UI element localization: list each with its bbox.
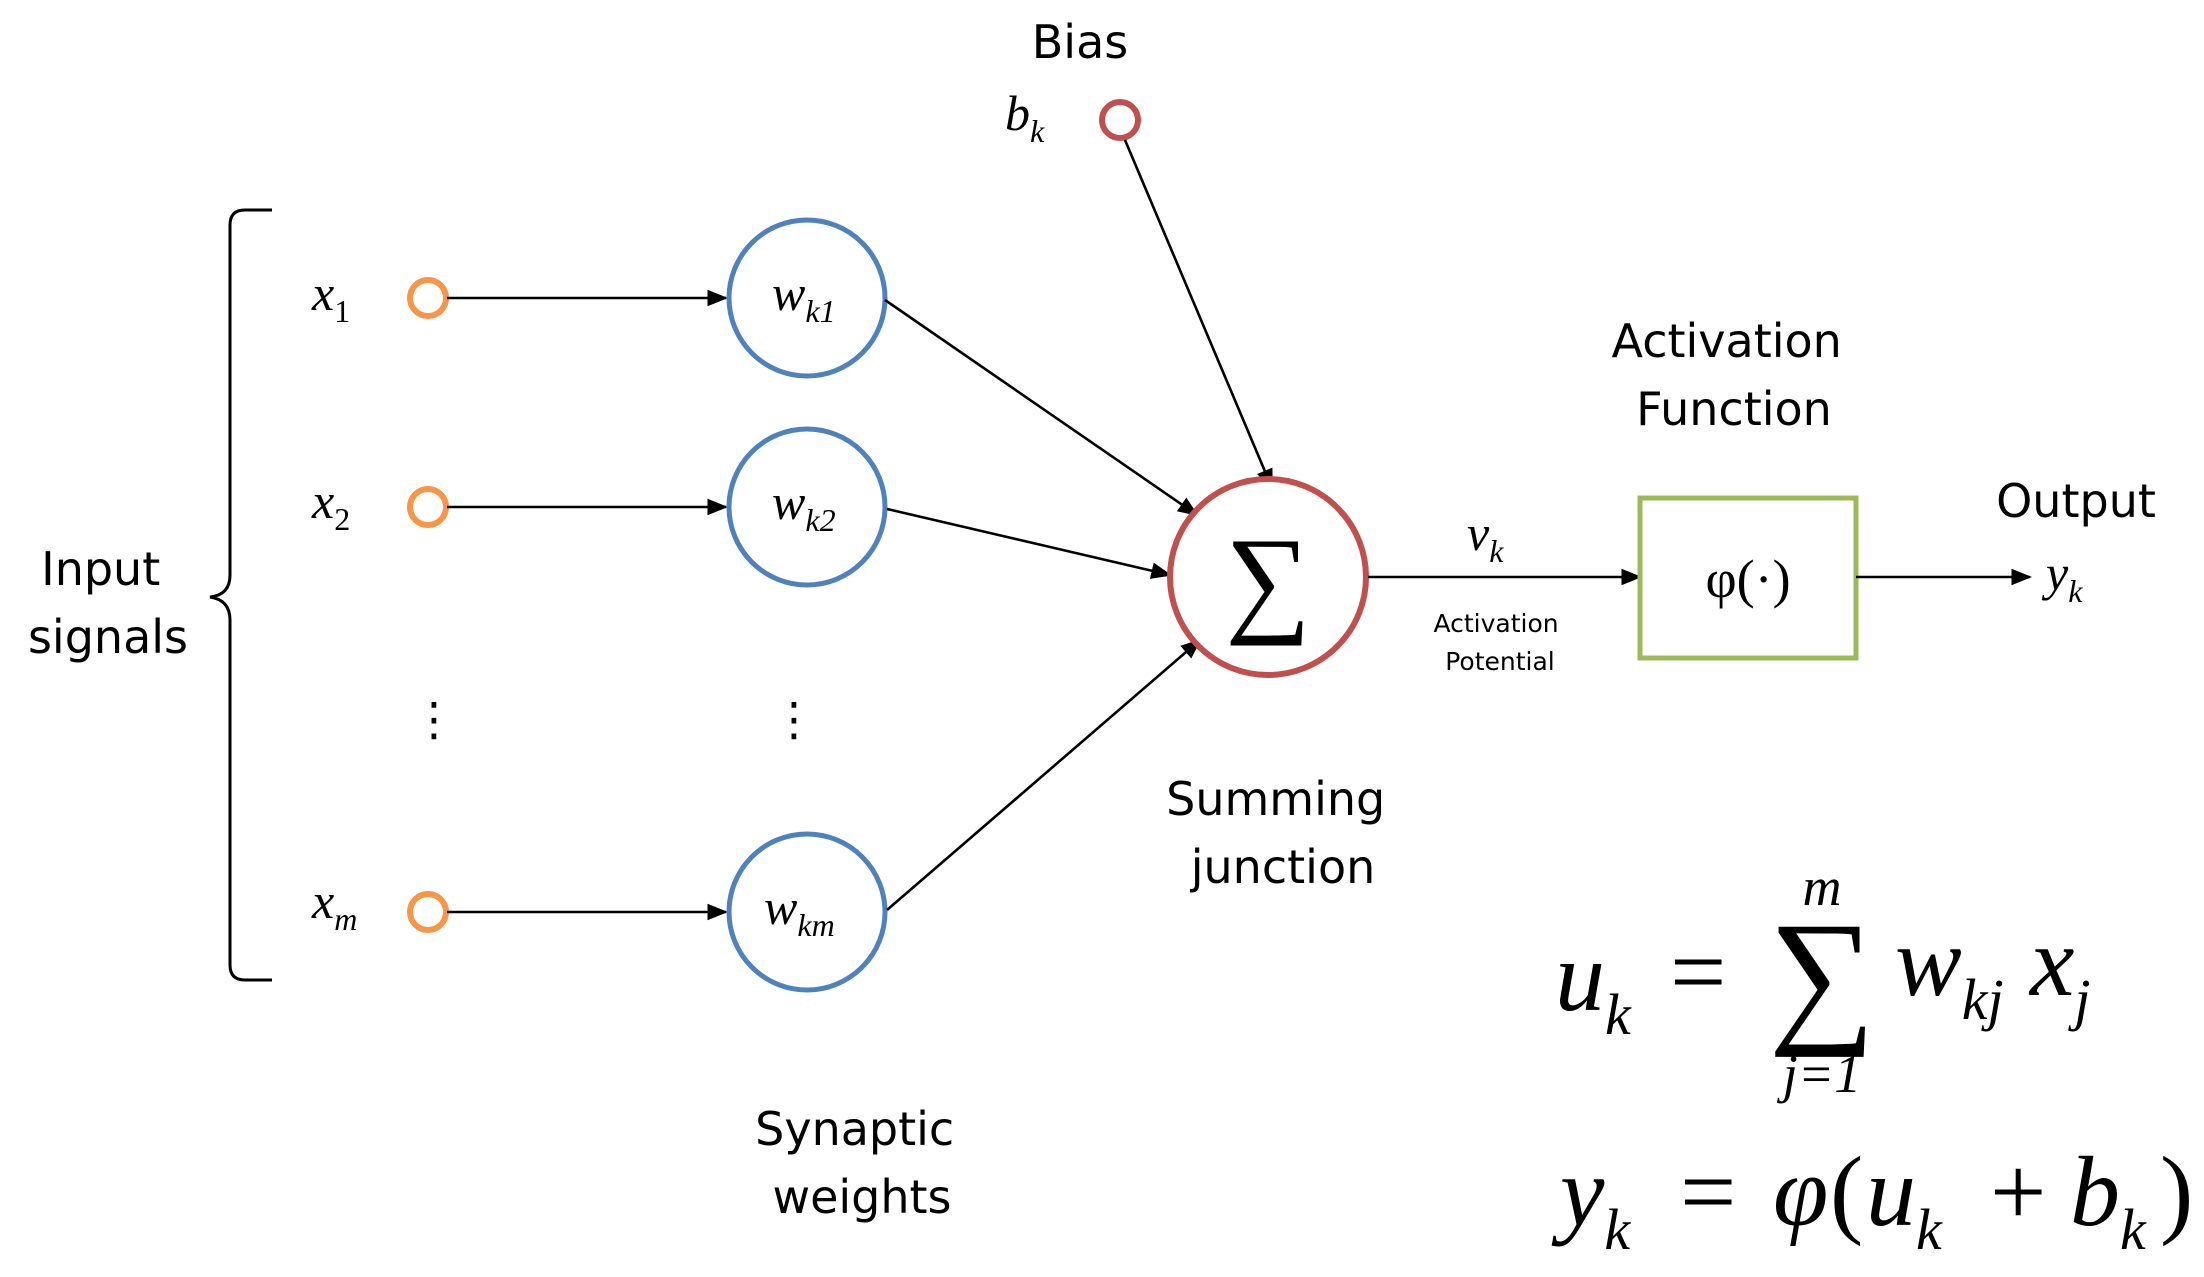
bias-symbol: bk: [1005, 85, 1045, 149]
eq1-lower-limit: j=1: [1777, 1044, 1861, 1104]
arrow-bias-to-sum: [1123, 139, 1274, 490]
input-signals-label: Input signals: [28, 542, 188, 664]
input-label-x1: x1: [311, 265, 350, 329]
eq2-b-term: bk: [2070, 1136, 2147, 1262]
weight-node-wk2: [726, 426, 888, 588]
eq1-upper-limit: m: [1803, 857, 1842, 917]
equation-output: yk = φ ( uk + bk ): [1551, 1136, 2193, 1262]
weight-label-wk1: wk1: [772, 265, 836, 329]
weight-vertical-dots: ⋮: [771, 692, 817, 746]
bias-node: [1099, 99, 1141, 141]
input-node-x2: [407, 486, 449, 528]
sum-symbol: ∑: [1225, 513, 1311, 646]
input-vertical-dots: ⋮: [411, 692, 457, 746]
eq2-plus: +: [1990, 1136, 2046, 1247]
input-label-xm: xm: [311, 873, 357, 937]
arrow-wk2-to-sum: [886, 507, 1173, 579]
output-symbol: yk: [2041, 545, 2083, 609]
eq1-weight-term: wkj: [1895, 906, 2004, 1032]
weight-node-wkm: [726, 831, 888, 993]
eq1-equals: =: [1670, 916, 1726, 1027]
input-label-x2: x2: [311, 473, 350, 537]
eq2-open-paren: (: [1830, 1136, 1863, 1247]
activation-potential-symbol: vk: [1467, 505, 1504, 569]
eq1-lhs: uk: [1555, 921, 1632, 1047]
activation-function-label: Activation Function: [1612, 314, 1857, 436]
equation-weighted-sum: uk = ∑ m j=1 wkj xj: [1555, 857, 2091, 1104]
eq2-lhs: yk: [1551, 1136, 1631, 1262]
output-title: Output: [1996, 474, 2156, 528]
summing-node: [1167, 476, 1369, 678]
summing-junction-label: Summing junction: [1166, 772, 1400, 894]
activation-potential-label: Activation Potential: [1433, 609, 1566, 676]
arrow-wkm-to-sum: [886, 638, 1202, 911]
eq2-equals: =: [1680, 1136, 1736, 1247]
input-node-xm: [407, 891, 449, 933]
eq1-input-term: xj: [2028, 906, 2091, 1032]
eq2-phi: φ: [1773, 1136, 1828, 1247]
activation-function-box: [1637, 495, 1859, 661]
weight-label-wk2: wk2: [772, 474, 836, 538]
weight-node-wk1: [726, 217, 888, 379]
synaptic-weights-label: Synaptic weights: [755, 1102, 969, 1224]
phi-function-symbol: φ(·): [1705, 549, 1790, 609]
input-brace: [209, 208, 272, 982]
input-node-x1: [407, 277, 449, 319]
eq2-u-term: uk: [1866, 1136, 1943, 1262]
bias-title: Bias: [1032, 15, 1129, 69]
weight-label-wkm: wkm: [764, 879, 835, 943]
arrow-wk1-to-sum: [884, 298, 1199, 517]
eq1-sum-symbol: ∑: [1769, 892, 1876, 1058]
eq2-close-paren: ): [2160, 1136, 2193, 1247]
